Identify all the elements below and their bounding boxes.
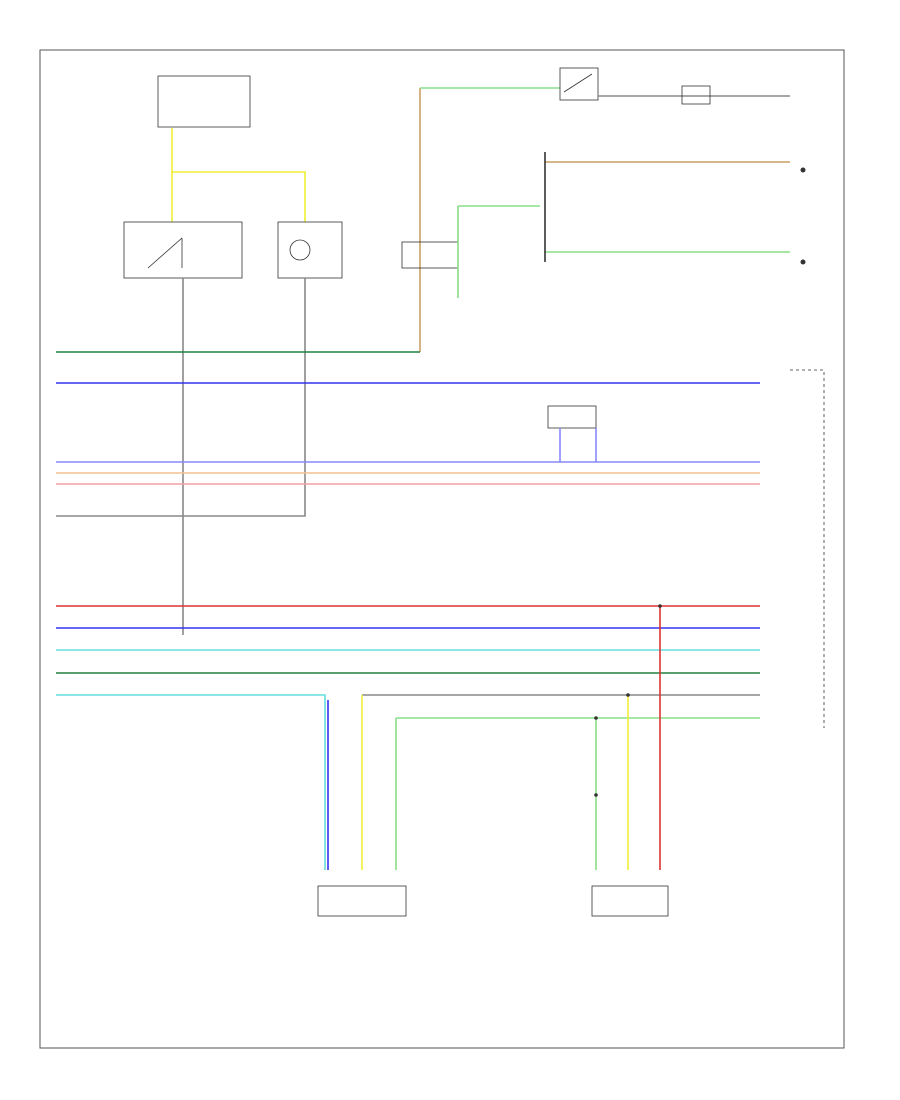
brake-lamp-fuse xyxy=(681,85,711,105)
brake-switch-upper-ground xyxy=(800,167,806,173)
splice-dot xyxy=(626,693,630,697)
cruise-indicator-lamp xyxy=(289,239,311,261)
wire-yellow-feed xyxy=(171,128,306,222)
splice-dot xyxy=(594,716,598,720)
cruise-indicator xyxy=(277,221,343,279)
clutch-switch-contact xyxy=(147,237,183,269)
splice-dot xyxy=(658,604,662,608)
clutch-switch xyxy=(123,221,243,279)
pcm-connector xyxy=(790,369,825,728)
brake-pedal-switch xyxy=(559,67,599,101)
fuse-relay-box xyxy=(157,75,251,128)
transmission-sensor xyxy=(401,241,459,269)
page-border xyxy=(39,49,845,1049)
wire-cyan-left-drop xyxy=(56,694,326,870)
speed-control-module-right xyxy=(591,885,669,917)
wire-gray-indicator xyxy=(56,278,306,517)
interlock-relay xyxy=(547,405,597,429)
splice-dot xyxy=(594,793,598,797)
brake-pedal-switch-contact xyxy=(563,73,593,93)
speed-control-module-left xyxy=(317,885,407,917)
brake-switch-lower-ground xyxy=(800,259,806,265)
